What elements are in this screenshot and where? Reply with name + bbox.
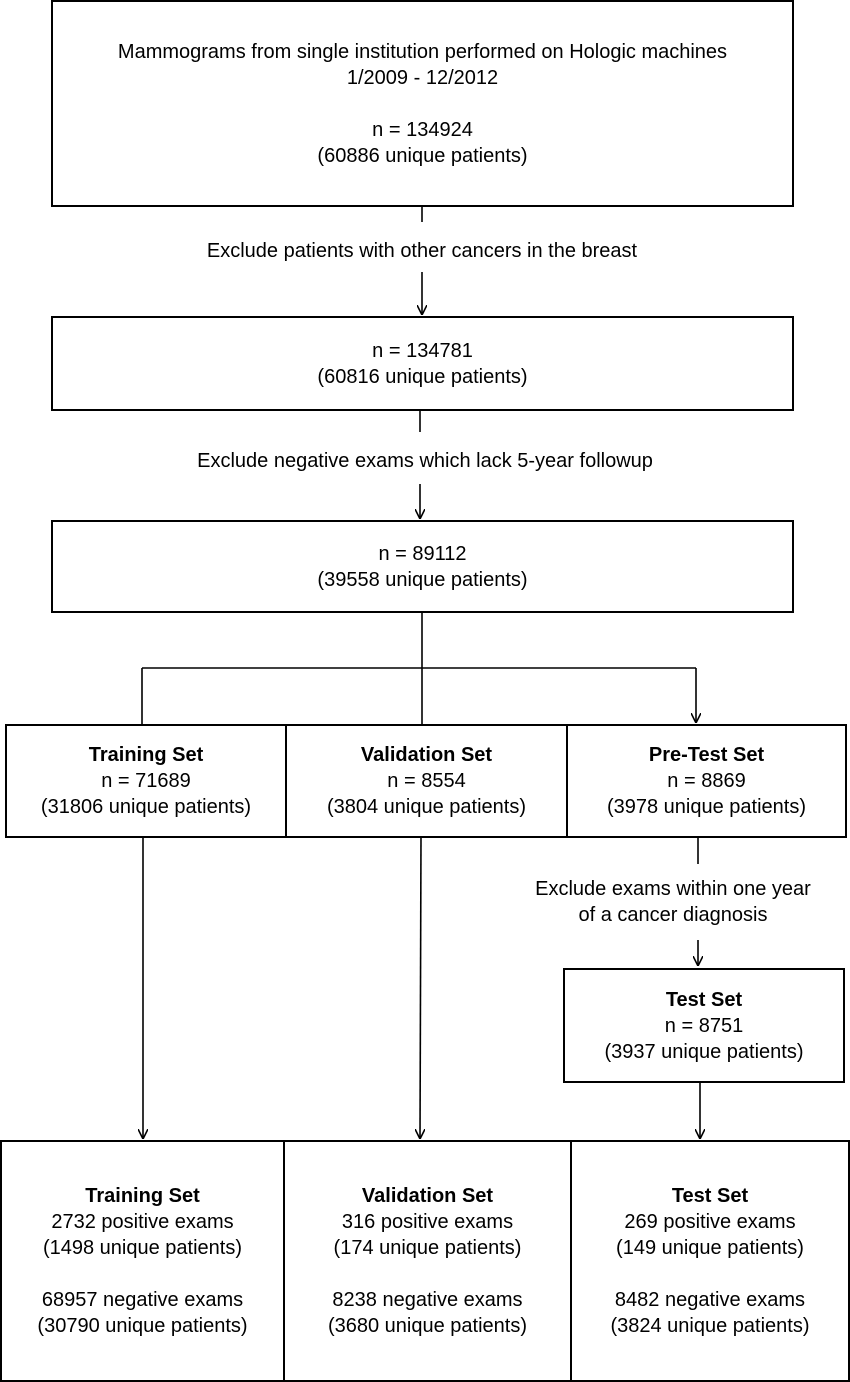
step3-box: n = 89112 (39558 unique patients) bbox=[51, 520, 794, 613]
exclusion-cancer-diagnosis-line1: Exclude exams within one year bbox=[535, 878, 811, 900]
pretest-split-box: Pre-Test Set n = 8869 (3978 unique patie… bbox=[566, 724, 847, 838]
pretest-split-title: Pre-Test Set bbox=[648, 744, 765, 766]
source-date-range: 1/2009 - 12/2012 bbox=[346, 66, 499, 89]
final-test-box: Test Set 269 positive exams (149 unique … bbox=[570, 1140, 850, 1382]
exclusion-other-cancers: Exclude patients with other cancers in t… bbox=[100, 238, 744, 264]
pretest-split-patients: (3978 unique patients) bbox=[606, 796, 807, 818]
final-training-positive-patients: (1498 unique patients) bbox=[42, 1237, 243, 1259]
source-description: Mammograms from single institution perfo… bbox=[117, 40, 728, 63]
training-split-count: n = 71689 bbox=[101, 770, 191, 792]
validation-split-title: Validation Set bbox=[360, 744, 493, 766]
test-set-patients: (3937 unique patients) bbox=[604, 1040, 804, 1063]
final-training-title: Training Set bbox=[85, 1185, 200, 1207]
test-set-box: Test Set n = 8751 (3937 unique patients) bbox=[563, 968, 845, 1083]
final-validation-negative-patients: (3680 unique patients) bbox=[327, 1315, 528, 1337]
exclusion-cancer-diagnosis: Exclude exams within one year of a cance… bbox=[508, 876, 838, 928]
final-test-title: Test Set bbox=[671, 1185, 749, 1207]
final-test-negative: 8482 negative exams bbox=[614, 1289, 806, 1311]
source-count: n = 134924 bbox=[372, 118, 473, 141]
training-split-title: Training Set bbox=[88, 744, 204, 766]
final-test-positive-patients: (149 unique patients) bbox=[616, 1237, 804, 1259]
final-validation-positive-patients: (174 unique patients) bbox=[333, 1237, 522, 1259]
final-validation-title: Validation Set bbox=[361, 1185, 494, 1207]
source-box: Mammograms from single institution perfo… bbox=[51, 0, 794, 207]
final-training-positive: 2732 positive exams bbox=[51, 1211, 234, 1233]
exclusion-cancer-diagnosis-line2: of a cancer diagnosis bbox=[578, 904, 768, 926]
step2-count: n = 134781 bbox=[372, 339, 473, 362]
final-training-negative: 68957 negative exams bbox=[41, 1289, 244, 1311]
step2-box: n = 134781 (60816 unique patients) bbox=[51, 316, 794, 411]
test-set-title: Test Set bbox=[665, 988, 743, 1011]
final-training-negative-patients: (30790 unique patients) bbox=[37, 1315, 248, 1337]
final-training-box: Training Set 2732 positive exams (1498 u… bbox=[0, 1140, 285, 1382]
pretest-split-count: n = 8869 bbox=[667, 770, 746, 792]
step2-patients: (60816 unique patients) bbox=[317, 365, 528, 388]
exclusion-followup: Exclude negative exams which lack 5-year… bbox=[100, 448, 750, 474]
training-split-box: Training Set n = 71689 (31806 unique pat… bbox=[5, 724, 287, 838]
step3-patients: (39558 unique patients) bbox=[317, 568, 528, 591]
source-patients: (60886 unique patients) bbox=[317, 144, 528, 167]
final-test-negative-patients: (3824 unique patients) bbox=[610, 1315, 810, 1337]
final-validation-negative: 8238 negative exams bbox=[332, 1289, 523, 1311]
validation-split-patients: (3804 unique patients) bbox=[326, 796, 527, 818]
arrow-validation-to-final bbox=[420, 836, 421, 1138]
validation-split-box: Validation Set n = 8554 (3804 unique pat… bbox=[285, 724, 568, 838]
final-validation-positive: 316 positive exams bbox=[341, 1211, 514, 1233]
final-test-positive: 269 positive exams bbox=[624, 1211, 796, 1233]
test-set-count: n = 8751 bbox=[664, 1014, 744, 1037]
step3-count: n = 89112 bbox=[378, 542, 467, 565]
training-split-patients: (31806 unique patients) bbox=[40, 796, 252, 818]
validation-split-count: n = 8554 bbox=[387, 770, 466, 792]
final-validation-box: Validation Set 316 positive exams (174 u… bbox=[283, 1140, 572, 1382]
